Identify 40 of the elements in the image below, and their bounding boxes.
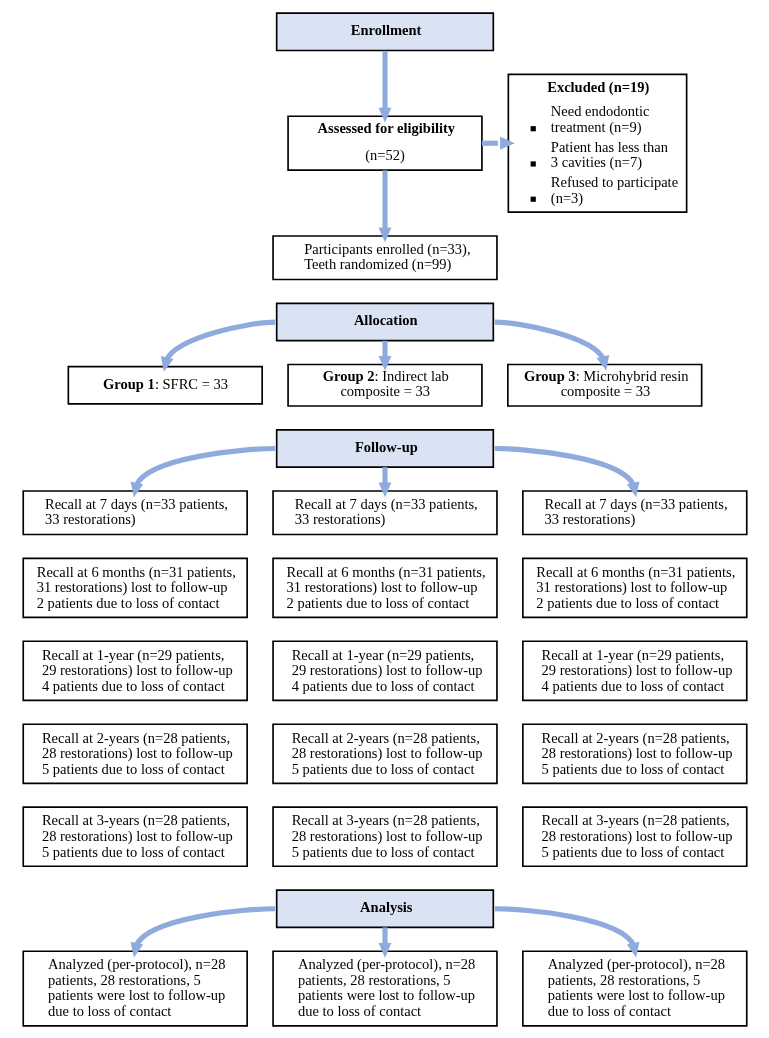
node-box: Recall at 6 months (n=31 patients, 31 restorations) lost to follow-up 2 patients due to loss of contact — [21, 557, 248, 618]
node-box: Analyzed (per-protocol), n=28 patients, 28 restorations, 5 patients were lost to follow-up due to loss of contact — [521, 949, 748, 1027]
arrow — [494, 905, 639, 958]
node-box: Excluded (n=19) Need endodontic treatment (n=9) Patient has less than 3 cavities (n=7) Refused to participate (n=3) — [507, 72, 687, 213]
arrow — [130, 905, 275, 958]
node-box: Allocation — [275, 302, 494, 342]
node-box: Recall at 3-years (n=28 patients, 28 restorations) lost to follow-up 5 patients due to loss of contact — [271, 805, 498, 867]
arrow — [130, 445, 275, 497]
node-box: Enrollment — [275, 11, 494, 51]
node-box: Recall at 7 days (n=33 patients, 33 restorations) — [271, 489, 498, 535]
node-box: Recall at 1-year (n=29 patients, 29 restorations) lost to follow-up 4 patients due to loss of contact — [521, 639, 748, 701]
arrow — [378, 926, 391, 958]
node-box: Analyzed (per-protocol), n=28 patients, 28 restorations, 5 patients were lost to follow-up due to loss of contact — [271, 949, 498, 1027]
node-box: Recall at 1-year (n=29 patients, 29 restorations) lost to follow-up 4 patients due to loss of contact — [271, 639, 498, 701]
node-box: Participants enrolled (n=33), Teeth randomized (n=99) — [271, 234, 498, 280]
arrow — [494, 318, 609, 371]
node-box: Group 3: Microhybrid resin composite = 33 — [506, 363, 702, 407]
node-box: Recall at 1-year (n=29 patients, 29 restorations) lost to follow-up 4 patients due to loss of contact — [21, 639, 248, 701]
node-box: Recall at 6 months (n=31 patients, 31 restorations) lost to follow-up 2 patients due to loss of contact — [521, 557, 748, 618]
arrow — [378, 340, 391, 371]
node-box: Recall at 7 days (n=33 patients, 33 restorations) — [521, 489, 748, 535]
node-box: Recall at 2-years (n=28 patients, 28 restorations) lost to follow-up 5 patients due to loss of contact — [271, 722, 498, 784]
arrow — [378, 466, 391, 497]
arrow — [160, 318, 275, 372]
node-box: Follow-up — [275, 428, 494, 468]
node-box: Recall at 7 days (n=33 patients, 33 restorations) — [21, 489, 248, 535]
node-box: Group 2: Indirect lab composite = 33 — [286, 363, 483, 407]
node-box: Recall at 2-years (n=28 patients, 28 restorations) lost to follow-up 5 patients due to loss of contact — [21, 722, 248, 784]
node-box: Assessed for eligibility (n=52) — [286, 114, 483, 171]
node-box: Group 1: SFRC = 33 — [67, 365, 263, 405]
node-box: Analysis — [275, 888, 494, 928]
node-box: Analyzed (per-protocol), n=28 patients, 28 restorations, 5 patients were lost to follow-up due to loss of contact — [21, 949, 248, 1027]
node-box: Recall at 3-years (n=28 patients, 28 restorations) lost to follow-up 5 patients due to loss of contact — [21, 805, 248, 867]
node-box: Recall at 2-years (n=28 patients, 28 restorations) lost to follow-up 5 patients due to loss of contact — [521, 722, 748, 784]
arrow — [378, 169, 391, 242]
arrow — [481, 136, 515, 150]
arrow — [378, 50, 391, 122]
arrow — [494, 445, 639, 497]
node-box: Recall at 3-years (n=28 patients, 28 restorations) lost to follow-up 5 patients due to loss of contact — [521, 805, 748, 867]
node-box: Recall at 6 months (n=31 patients, 31 restorations) lost to follow-up 2 patients due to loss of contact — [271, 557, 498, 618]
